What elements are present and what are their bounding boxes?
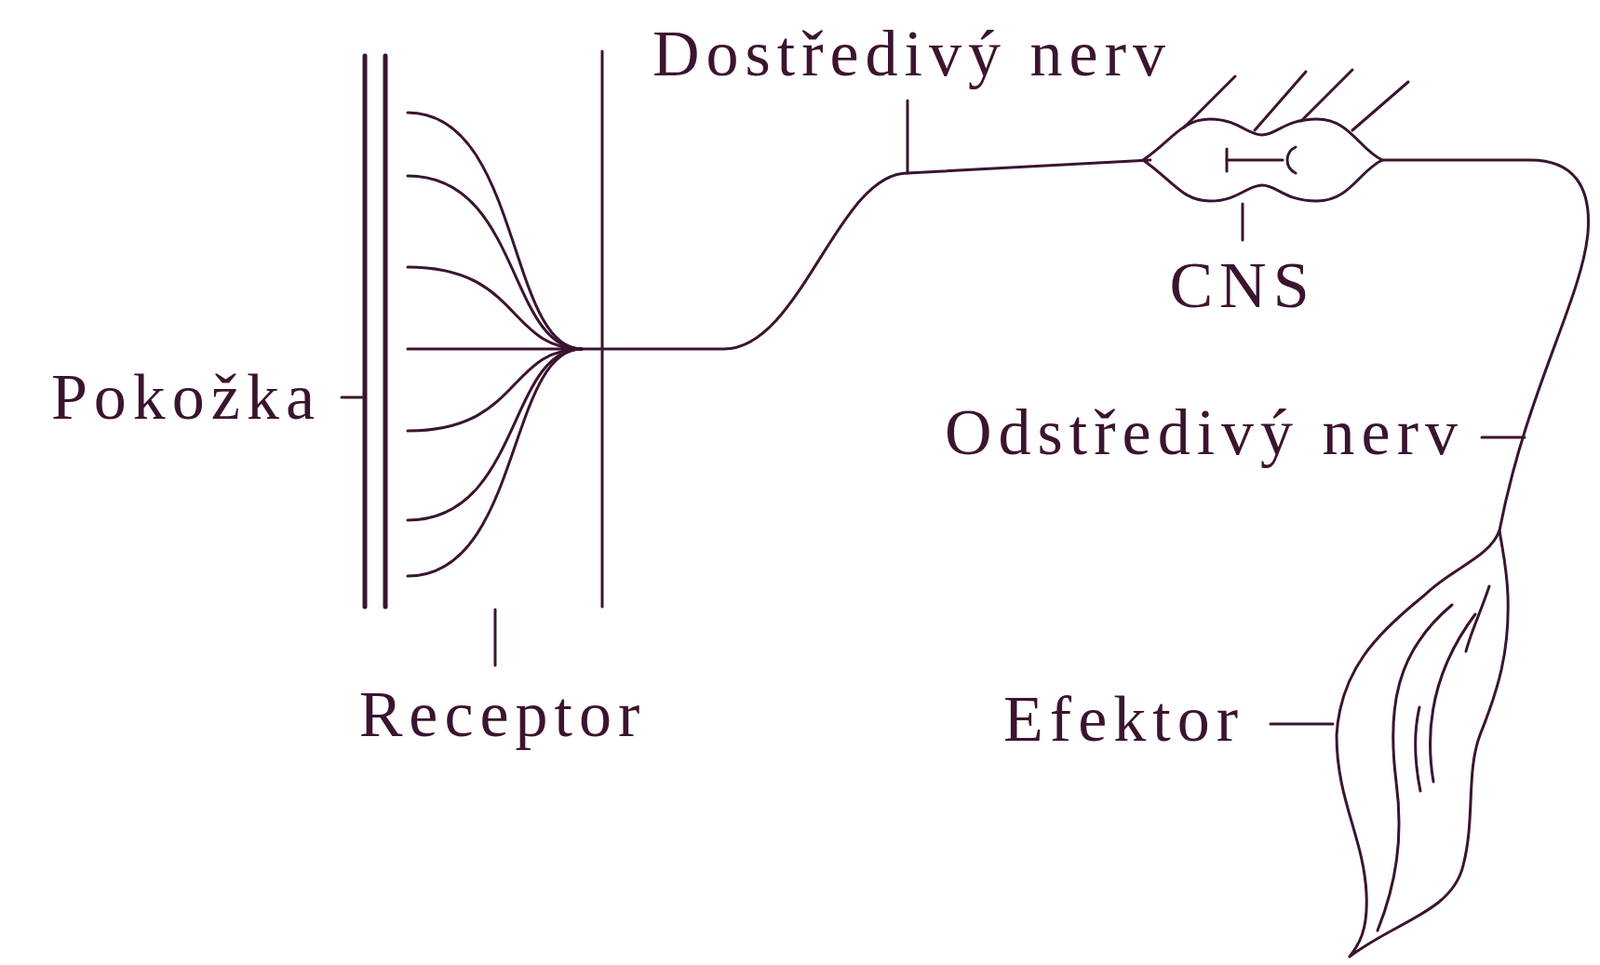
efferent-nerve [1382, 160, 1588, 531]
part-label: Odstředivý nerv [944, 400, 1465, 466]
leader-line [1481, 436, 1525, 440]
effector-muscle [1336, 530, 1508, 957]
leader-line [494, 609, 498, 666]
leader-line [1241, 203, 1245, 241]
part-label: Pokožka [51, 364, 322, 431]
part-label: Receptor [359, 682, 647, 748]
cns-neurons [1142, 119, 1383, 202]
afferent-nerve [581, 160, 1151, 350]
muscle-fibres [1377, 586, 1490, 931]
receptor-fibres [407, 112, 582, 577]
leader-line [906, 100, 910, 174]
skin-line [363, 55, 368, 607]
dendrites [1183, 69, 1409, 131]
part-label: Efektor [1003, 686, 1245, 753]
part-label: CNS [1169, 253, 1316, 319]
leader-line [1270, 723, 1333, 727]
part-label: Dostředivý nerv [652, 21, 1172, 87]
synapse-symbol [1226, 147, 1296, 174]
receptor-boundary [601, 51, 605, 607]
skin-line [383, 55, 389, 607]
leader-line [341, 396, 364, 400]
